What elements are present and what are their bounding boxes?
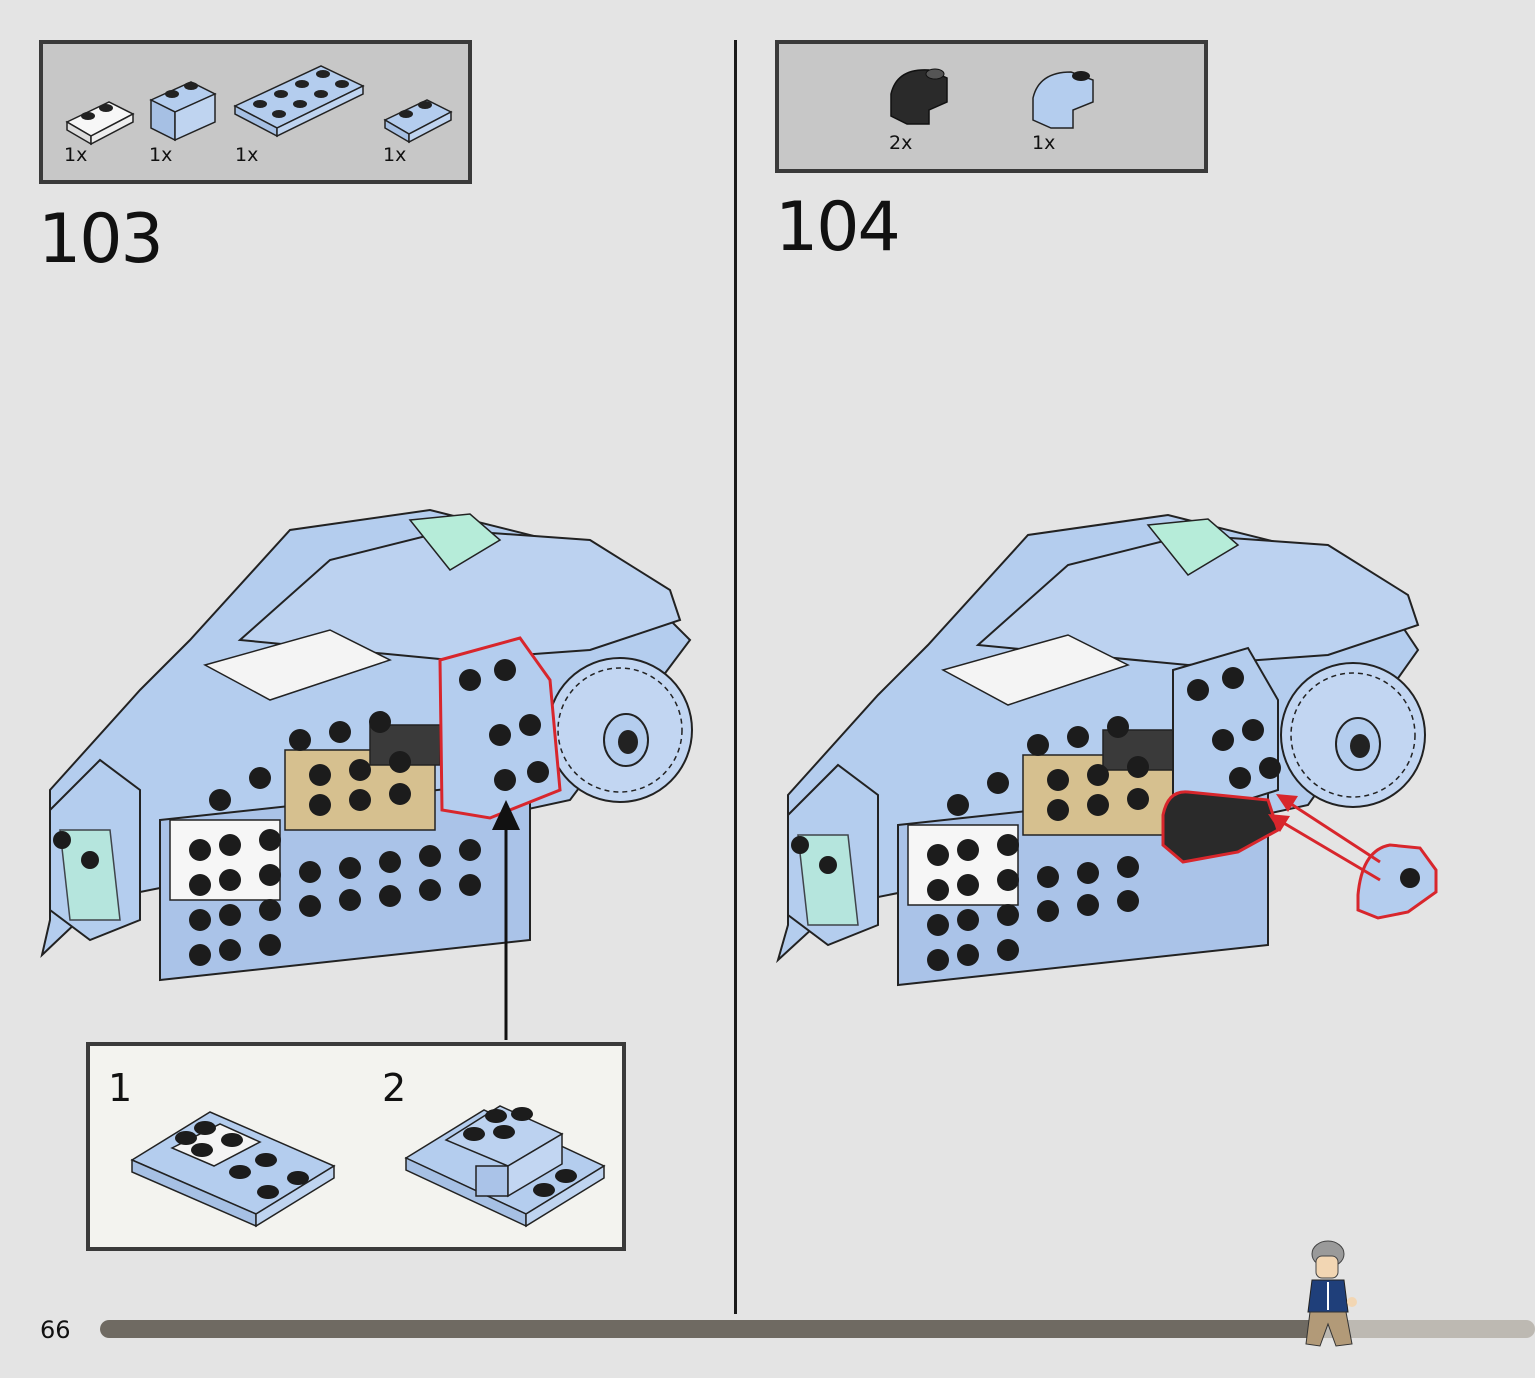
blue-plate-icon (383, 99, 453, 144)
blue-brick-icon (149, 81, 217, 142)
parts-images-104 (890, 68, 1094, 129)
part-qty: 2x (889, 132, 913, 154)
model-illustration-104 (776, 513, 1438, 987)
progress-fill (100, 1320, 1320, 1338)
page-number: 66 (40, 1316, 71, 1344)
progress-bar (100, 1320, 1535, 1338)
sub-step-number: 1 (108, 1066, 133, 1110)
blue-2x4-plate-icon (233, 65, 365, 138)
white-plate-icon (65, 101, 135, 146)
part-qty: 1x (64, 144, 88, 166)
part-qty: 1x (149, 144, 173, 166)
step-number-103: 103 (38, 200, 164, 279)
part-qty: 1x (1032, 132, 1056, 154)
sub-assembly-images (130, 1105, 606, 1228)
panel-divider (734, 40, 737, 1314)
sub-step-1-image (130, 1111, 336, 1228)
part-qty: 1x (235, 144, 259, 166)
parts-box-step-104: 2x 1x (775, 40, 1208, 173)
minifigure-icon (1305, 1240, 1357, 1347)
model-illustration-103 (40, 508, 693, 1040)
blue-curved-slope-icon (1032, 71, 1094, 129)
sub-step-number: 2 (382, 1066, 407, 1110)
part-qty: 1x (383, 144, 407, 166)
step-number-104: 104 (775, 188, 901, 267)
sub-step-2-image (404, 1105, 606, 1228)
black-curved-slope-icon (890, 68, 948, 125)
sub-assembly-callout: 1 2 (86, 1042, 626, 1251)
parts-images-103 (65, 65, 453, 146)
parts-box-step-103: 1x 1x 1x 1x (39, 40, 472, 184)
